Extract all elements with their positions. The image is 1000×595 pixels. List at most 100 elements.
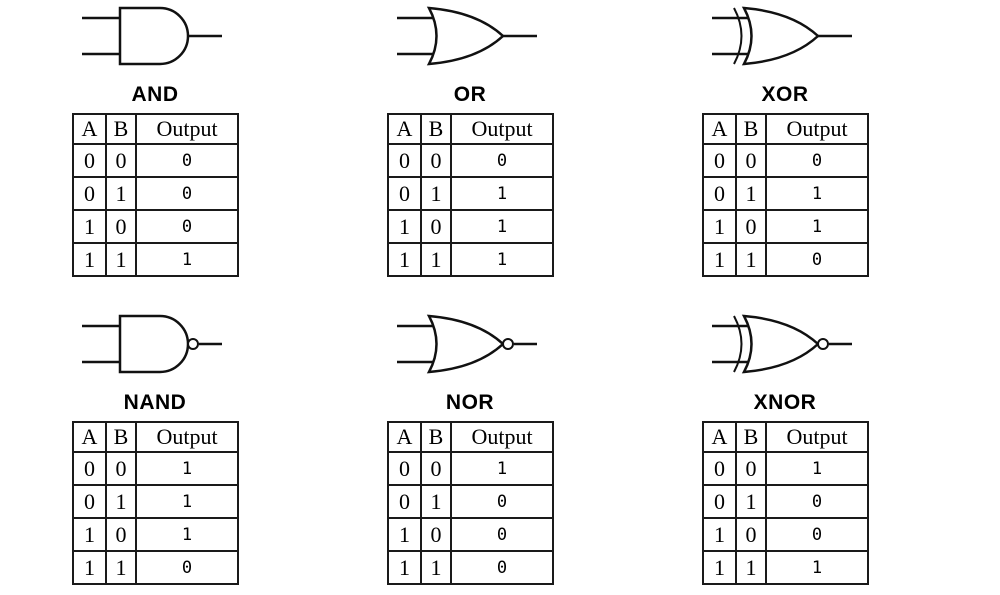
- input-cell-b: 1: [105, 550, 137, 585]
- input-cell-a: 0: [387, 176, 422, 211]
- output-cell: 0: [450, 143, 554, 178]
- output-cell: 1: [135, 242, 239, 277]
- column-header-a: A: [702, 421, 737, 453]
- input-cell-a: 1: [72, 209, 107, 244]
- input-cell-a: 1: [702, 209, 737, 244]
- input-cell-b: 0: [105, 517, 137, 552]
- input-cell-a: 0: [702, 484, 737, 519]
- output-cell: 0: [765, 143, 869, 178]
- column-header-output: Output: [765, 113, 869, 145]
- input-cell-b: 0: [420, 451, 452, 486]
- input-cell-b: 0: [105, 143, 137, 178]
- input-cell-b: 0: [105, 209, 137, 244]
- input-cell-b: 1: [735, 242, 767, 277]
- output-cell: 1: [450, 451, 554, 486]
- output-cell: 1: [135, 451, 239, 486]
- input-cell-b: 1: [420, 550, 452, 585]
- output-cell: 1: [765, 451, 869, 486]
- gate-label: OR: [453, 83, 487, 106]
- output-cell: 0: [450, 550, 554, 585]
- input-cell-a: 1: [387, 550, 422, 585]
- input-cell-b: 1: [420, 176, 452, 211]
- gate-label: NOR: [445, 391, 495, 414]
- input-cell-a: 0: [702, 143, 737, 178]
- gate-label: XNOR: [753, 391, 817, 414]
- column-header-b: B: [420, 421, 452, 453]
- output-cell: 1: [450, 242, 554, 277]
- column-header-output: Output: [135, 421, 239, 453]
- column-header-a: A: [387, 421, 422, 453]
- input-cell-b: 1: [105, 242, 137, 277]
- input-cell-a: 0: [72, 143, 107, 178]
- output-cell: 0: [135, 550, 239, 585]
- output-cell: 1: [135, 517, 239, 552]
- output-cell: 0: [450, 517, 554, 552]
- or-gate-icon: [397, 6, 537, 66]
- output-cell: 0: [765, 484, 869, 519]
- output-cell: 0: [135, 176, 239, 211]
- output-cell: 0: [765, 242, 869, 277]
- nor-gate-icon: [397, 314, 537, 374]
- input-cell-a: 1: [387, 209, 422, 244]
- input-cell-a: 1: [387, 517, 422, 552]
- input-cell-b: 0: [420, 517, 452, 552]
- column-header-b: B: [105, 113, 137, 145]
- input-cell-b: 0: [105, 451, 137, 486]
- input-cell-a: 1: [387, 242, 422, 277]
- gate-label: NAND: [123, 391, 187, 414]
- output-cell: 1: [450, 176, 554, 211]
- output-cell: 0: [135, 143, 239, 178]
- input-cell-b: 1: [105, 484, 137, 519]
- xor-gate-icon: [712, 6, 852, 66]
- column-header-a: A: [72, 421, 107, 453]
- input-cell-b: 1: [735, 176, 767, 211]
- output-cell: 0: [450, 484, 554, 519]
- input-cell-a: 0: [387, 484, 422, 519]
- output-cell: 0: [135, 209, 239, 244]
- output-cell: 1: [765, 176, 869, 211]
- output-cell: 1: [135, 484, 239, 519]
- input-cell-a: 1: [702, 517, 737, 552]
- input-cell-a: 1: [72, 242, 107, 277]
- input-cell-a: 0: [702, 176, 737, 211]
- input-cell-a: 0: [72, 484, 107, 519]
- input-cell-a: 0: [702, 451, 737, 486]
- input-cell-a: 0: [387, 143, 422, 178]
- input-cell-a: 1: [702, 242, 737, 277]
- column-header-output: Output: [450, 421, 554, 453]
